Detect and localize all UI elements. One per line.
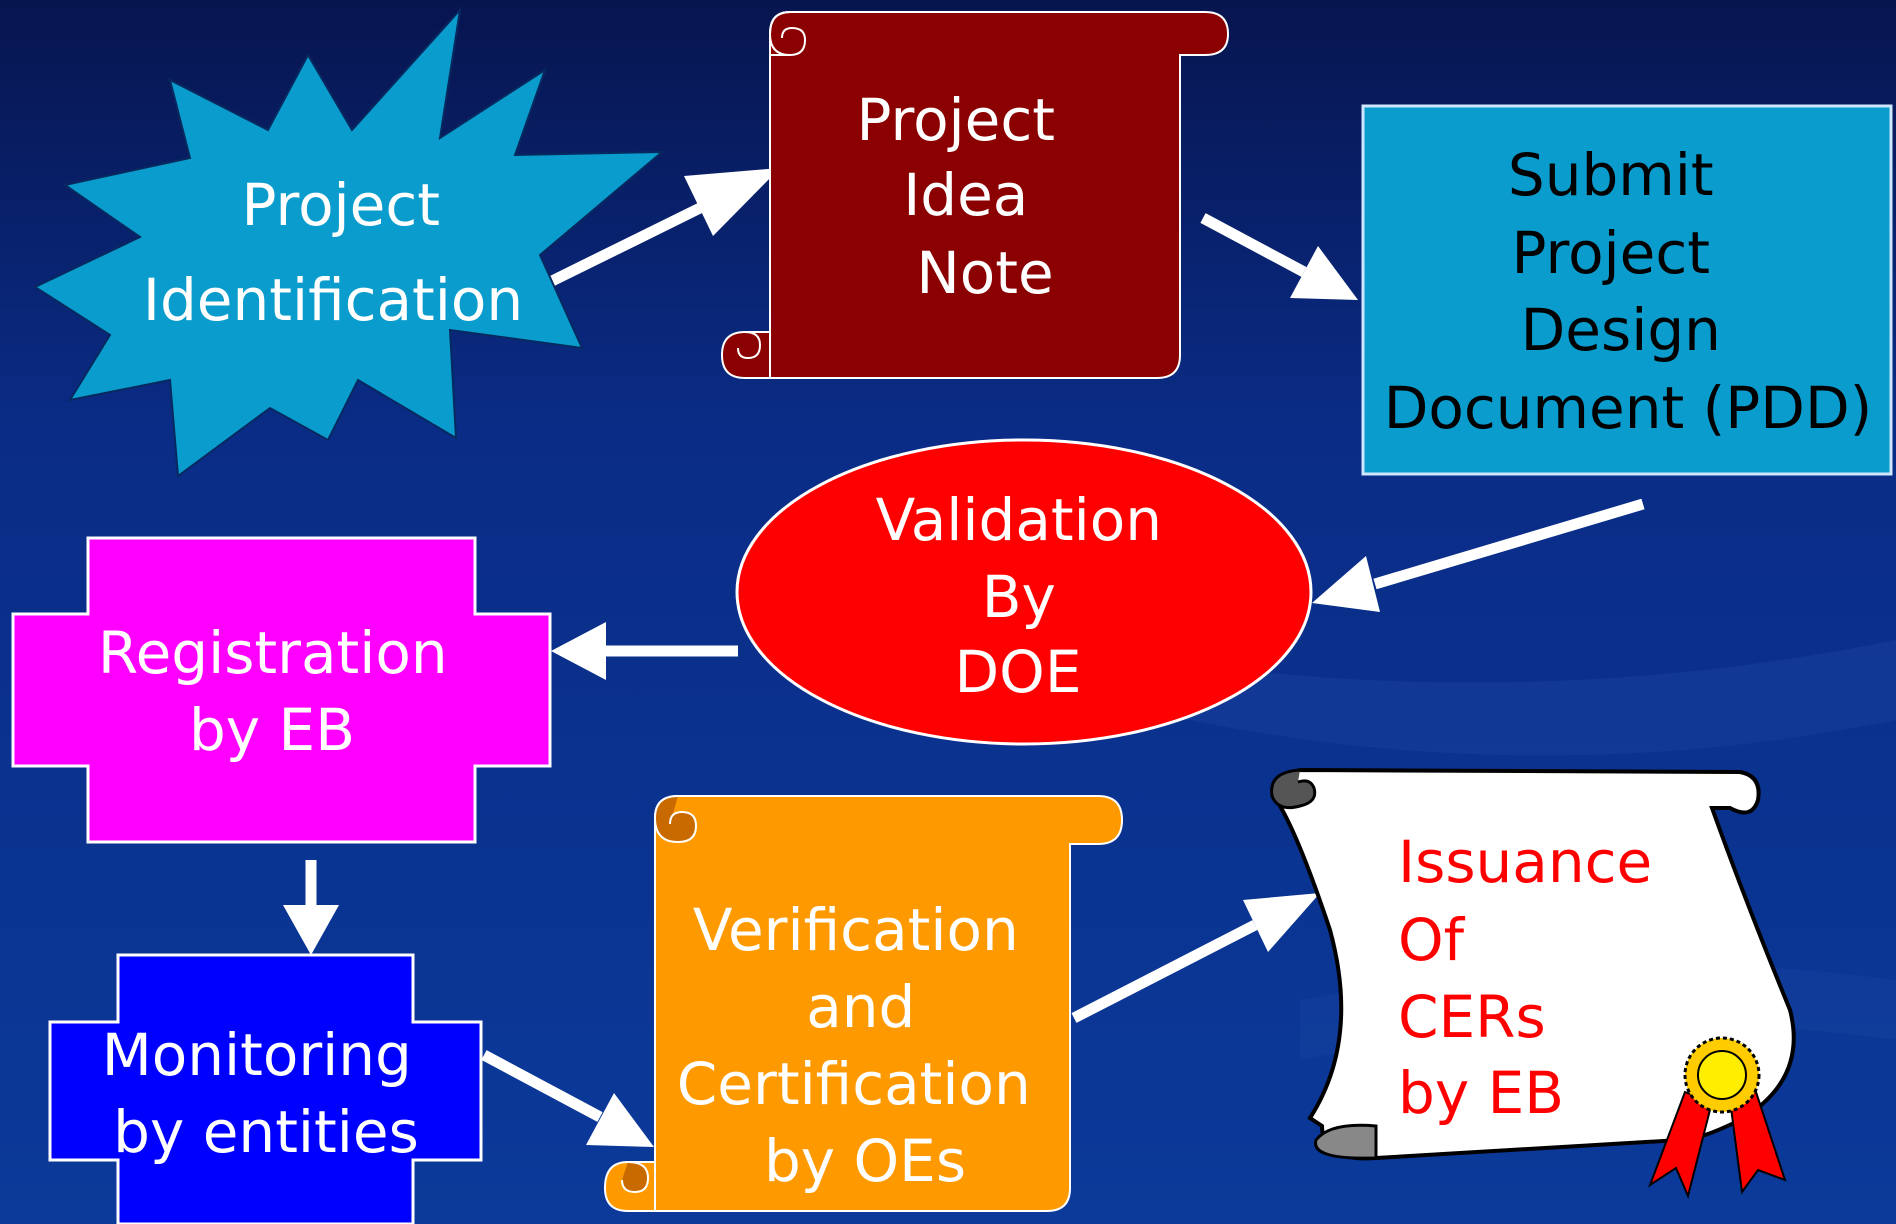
registration-label: Registration by EB (98, 619, 466, 764)
project-identification-label: Project Identification (143, 171, 523, 334)
node-project-identification: Project Identification (32, 6, 665, 478)
arrow-identification-to-idea-note (545, 168, 780, 288)
star-burst-shape (32, 6, 665, 478)
monitoring-cross-shape (48, 953, 483, 1224)
node-verification: Verification and Certification by OEs (603, 795, 1124, 1212)
validation-ellipse-shape (735, 438, 1313, 746)
node-submit-pdd: Submit Project Design Document (PDD) (1361, 104, 1893, 476)
arrow-verification-to-issuance (1071, 893, 1320, 1023)
arrows (283, 168, 1645, 1147)
verification-label: Verification and Certification by OEs (677, 896, 1049, 1195)
node-validation: Validation By DOE (735, 438, 1313, 746)
award-ribbon-icon (1647, 1036, 1787, 1200)
pdd-rectangle-shape (1361, 104, 1893, 476)
node-issuance: Issuance Of CERs by EB (1270, 767, 1796, 1200)
issuance-label: Issuance Of CERs by EB (1398, 828, 1671, 1127)
node-registration: Registration by EB (11, 536, 552, 844)
validation-label: Validation By DOE (876, 486, 1181, 706)
arrow-pdd-to-validation (1312, 498, 1645, 612)
monitoring-label: Monitoring by entities (102, 1021, 431, 1166)
node-project-idea-note: Project Idea Note (720, 11, 1230, 379)
arrow-idea-note-to-pdd (1200, 213, 1358, 300)
arrow-validation-to-registration (551, 622, 738, 680)
node-monitoring: Monitoring by entities (48, 953, 483, 1224)
submit-pdd-label: Submit Project Design Document (PDD) (1384, 141, 1872, 442)
project-idea-note-label: Project Idea Note (857, 86, 1074, 307)
registration-cross-shape (11, 536, 552, 844)
arrow-monitoring-to-verification (481, 1050, 654, 1147)
arrow-registration-to-monitoring (283, 860, 339, 955)
